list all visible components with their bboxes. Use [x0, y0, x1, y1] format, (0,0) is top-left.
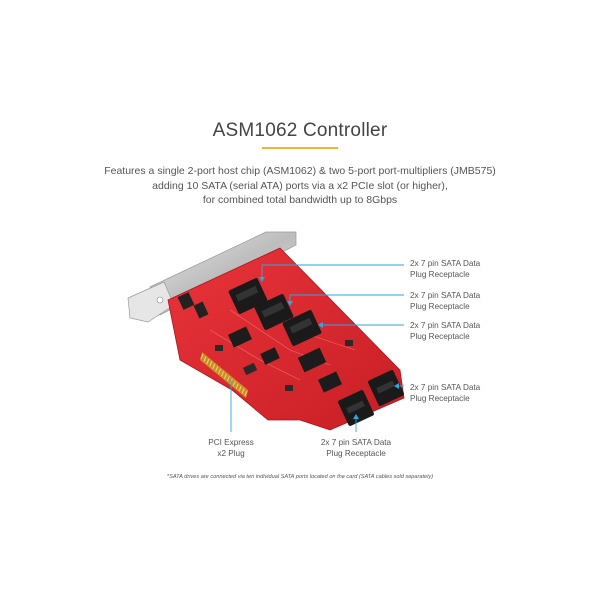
callout-sata-4: 2x 7 pin SATA Data Plug Receptacle — [410, 383, 481, 403]
pcie-edge-connector — [200, 352, 248, 398]
gold-finger — [232, 380, 236, 387]
sata-connectors-side — [338, 370, 404, 426]
gold-finger — [235, 383, 239, 389]
gold-finger — [220, 371, 225, 377]
callout-pcie-plug: PCI Express x2 Plug — [208, 438, 254, 458]
feature-description: Features a single 2-port host chip (ASM1… — [60, 164, 540, 208]
gold-finger — [212, 363, 216, 370]
gold-finger — [206, 358, 210, 365]
gold-finger — [200, 353, 204, 360]
callout-sata-2: 2x 7 pin SATA Data Plug Receptacle — [410, 291, 481, 311]
description-line-3: for combined total bandwidth up to 8Gbps — [202, 194, 398, 206]
callout-sata-5: 2x 7 pin SATA Data Plug Receptacle — [320, 438, 392, 458]
gold-finger — [215, 366, 219, 372]
description-line-2: adding 10 SATA (serial ATA) ports via a … — [152, 179, 448, 192]
controller-chips — [215, 326, 353, 393]
gold-finger — [218, 368, 222, 375]
gold-finger — [244, 390, 248, 397]
footnote: *SATA drives are connected via ten indiv… — [166, 474, 434, 480]
title-underline — [262, 147, 338, 149]
callout-sata-3: 2x 7 pin SATA Data Plug Receptacle — [410, 321, 481, 341]
gold-finger — [209, 361, 213, 367]
pcb-board — [167, 247, 405, 431]
gold-finger — [241, 388, 245, 394]
gold-finger — [226, 375, 230, 382]
callout-leader-lines — [230, 264, 404, 432]
sata-connectors-top — [228, 278, 322, 346]
gold-finger — [238, 385, 242, 392]
description-line-1: Features a single 2-port host chip (ASM1… — [104, 165, 496, 177]
gold-finger — [203, 356, 207, 362]
gold-finger — [223, 373, 228, 379]
page-title: ASM1062 Controller — [212, 120, 388, 141]
callout-sata-1: 2x 7 pin SATA Data Plug Receptacle — [410, 259, 481, 279]
pin-header — [177, 292, 209, 319]
